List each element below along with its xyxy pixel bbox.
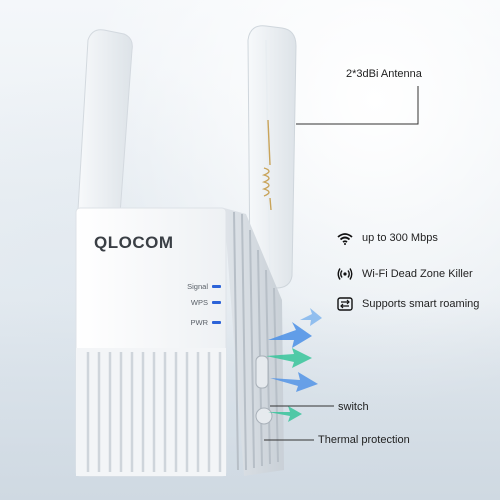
brand-logo: QLOCOM (94, 233, 174, 252)
led-label: Signal (187, 282, 208, 291)
antenna-callout: 2*3dBi Antenna (346, 68, 422, 80)
thermal-sensor (255, 407, 273, 425)
led-pwr: PWR (180, 318, 221, 327)
feature-roaming: Supports smart roaming (336, 297, 479, 311)
airflow-arrows (266, 308, 322, 422)
led-label: WPS (190, 298, 208, 307)
callout-lines (264, 86, 419, 441)
feature-label: up to 300 Mbps (362, 232, 438, 244)
left-antenna (77, 29, 133, 215)
feature-label: Wi-Fi Dead Zone Killer (362, 268, 473, 280)
front-vents (86, 352, 222, 472)
feature-label: Supports smart roaming (362, 298, 480, 310)
led-signal: Signal (180, 282, 221, 291)
wifi-icon (336, 231, 354, 245)
feature-speed: up to 300 Mbps (336, 231, 438, 245)
led-label: PWR (190, 318, 209, 327)
signal-waves-icon (336, 267, 354, 281)
roaming-icon (336, 297, 354, 311)
switch-callout: switch (338, 401, 369, 413)
led-indicator (212, 301, 221, 304)
thermal-callout: Thermal protection (318, 434, 410, 446)
device-side (224, 208, 284, 476)
led-indicator (212, 321, 221, 324)
feature-dead-zone: Wi-Fi Dead Zone Killer (336, 267, 473, 281)
device-front (75, 207, 227, 477)
antenna-coil (261, 119, 272, 211)
switch-button (255, 355, 269, 389)
led-indicator (212, 285, 221, 288)
led-wps: WPS (180, 298, 221, 307)
